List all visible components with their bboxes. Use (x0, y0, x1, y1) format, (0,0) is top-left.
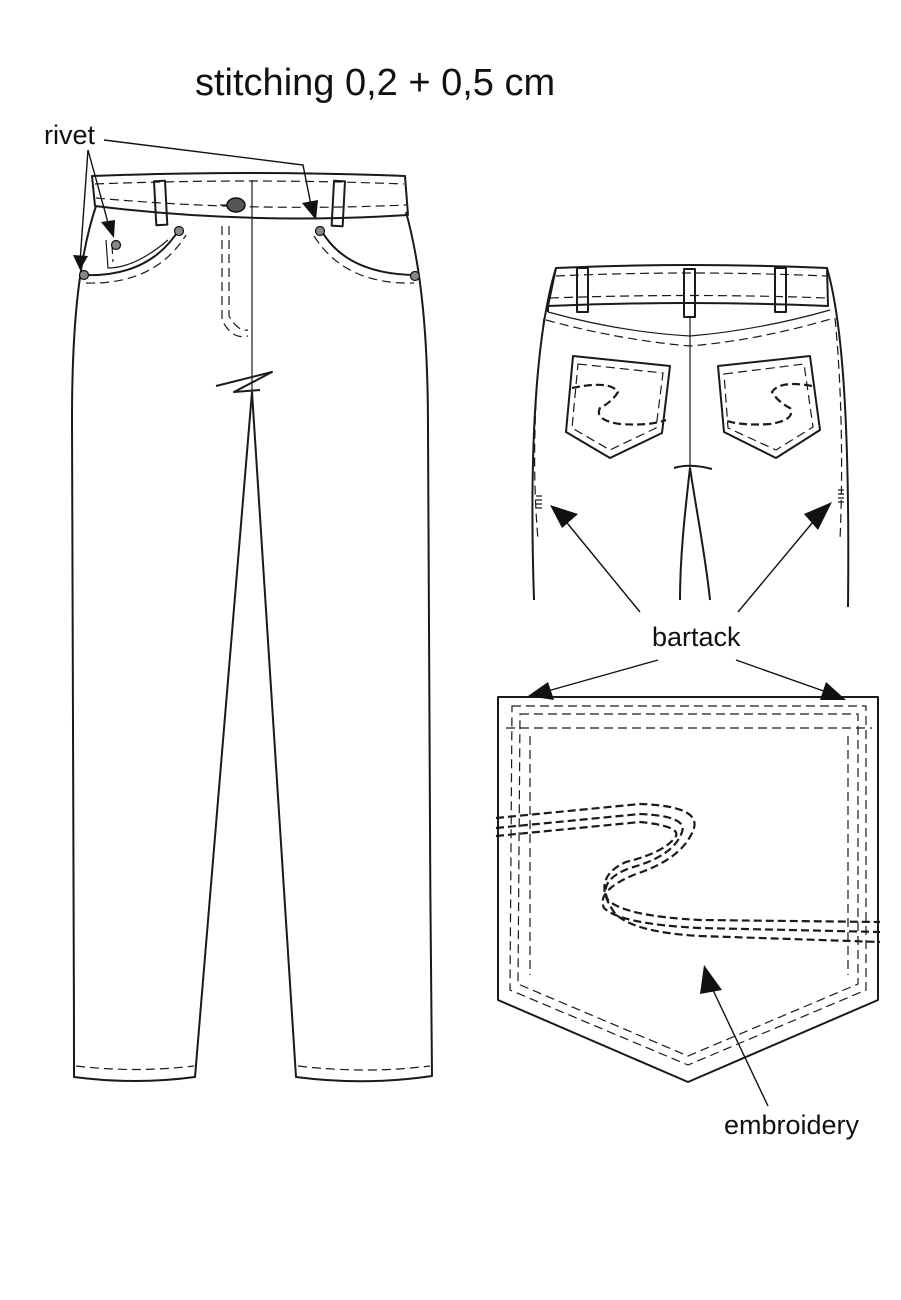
front-left-pocket (81, 227, 181, 277)
bartack-mark (838, 489, 844, 503)
rivet-leader (79, 149, 89, 263)
bartack-leader (562, 517, 641, 613)
coin-pocket (105, 239, 169, 269)
embroidery-leader (711, 987, 769, 1107)
rivet-icon (409, 270, 421, 282)
button-icon (226, 197, 246, 213)
rivet-leader (87, 149, 111, 231)
bartack-leader (737, 515, 819, 613)
back-inseam (679, 467, 691, 601)
diagram-title: stitching 0,2 + 0,5 cm (195, 62, 556, 104)
front-belt-loop (330, 179, 346, 228)
bartack-mark (536, 495, 542, 509)
back-right-pocket (717, 355, 821, 459)
back-view (531, 264, 850, 613)
front-view (71, 139, 433, 1083)
front-left-leg (71, 205, 253, 1082)
rivet-icon (78, 269, 90, 281)
embroidery-label: embroidery (724, 1110, 860, 1140)
front-waistband (91, 172, 409, 220)
pocket-detail (495, 659, 881, 1107)
rivet-label: rivet (44, 120, 96, 150)
embroidery-stitch (495, 802, 881, 934)
rivet-leader (103, 139, 314, 216)
bartack-label: bartack (652, 622, 741, 652)
crotch-bartack (215, 371, 273, 393)
pocket-outline (497, 696, 879, 1083)
back-belt-loop (576, 267, 589, 313)
bartack-leader (735, 659, 833, 695)
pocket-embroidery (571, 383, 667, 426)
front-belt-loop (153, 179, 169, 227)
back-yoke (547, 309, 831, 337)
rivet-icon (173, 225, 185, 237)
back-right-side (826, 267, 850, 608)
back-left-side (531, 267, 557, 601)
back-belt-loop (774, 267, 787, 313)
back-waistband (547, 264, 829, 307)
rivet-icon (314, 225, 326, 237)
back-belt-loop (683, 268, 696, 318)
back-left-pocket (565, 355, 671, 459)
front-right-leg (251, 211, 433, 1083)
bartack-leader (543, 659, 659, 693)
back-inseam (689, 467, 711, 601)
rivet-icon (110, 239, 122, 251)
pocket-embroidery (723, 382, 813, 426)
front-right-pocket (319, 227, 419, 276)
